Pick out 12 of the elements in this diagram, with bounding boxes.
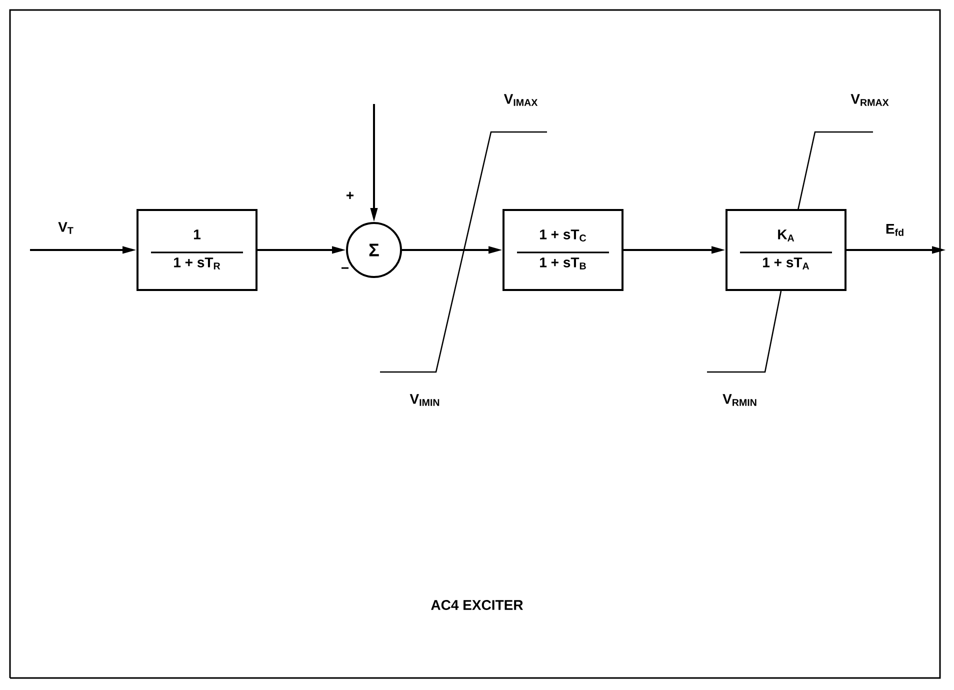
sign-label: + [346, 192, 354, 199]
limit-label: V$_{IMIN}$ [410, 394, 440, 406]
signal-label: V$_{T}$ [58, 222, 74, 234]
limit-label: V$_{RMIN}$ [722, 394, 756, 406]
signal-label: E$_{fd}$ [886, 224, 904, 236]
transfer-function-block: K$_{A}$ 1 + sT$_{A}$ [726, 209, 846, 291]
limit-label: V$_{IMAX}$ [504, 94, 538, 106]
caption: AC4 EXCITER [431, 600, 523, 610]
limit-label: V$_{RMAX}$ [850, 94, 889, 106]
transfer-function-block: 1 1 + sT$_{R}$ [136, 209, 258, 291]
sign-label: − [342, 267, 349, 269]
transfer-function-block: 1 + sT$_{C}$ 1 + sT$_{B}$ [502, 209, 624, 291]
